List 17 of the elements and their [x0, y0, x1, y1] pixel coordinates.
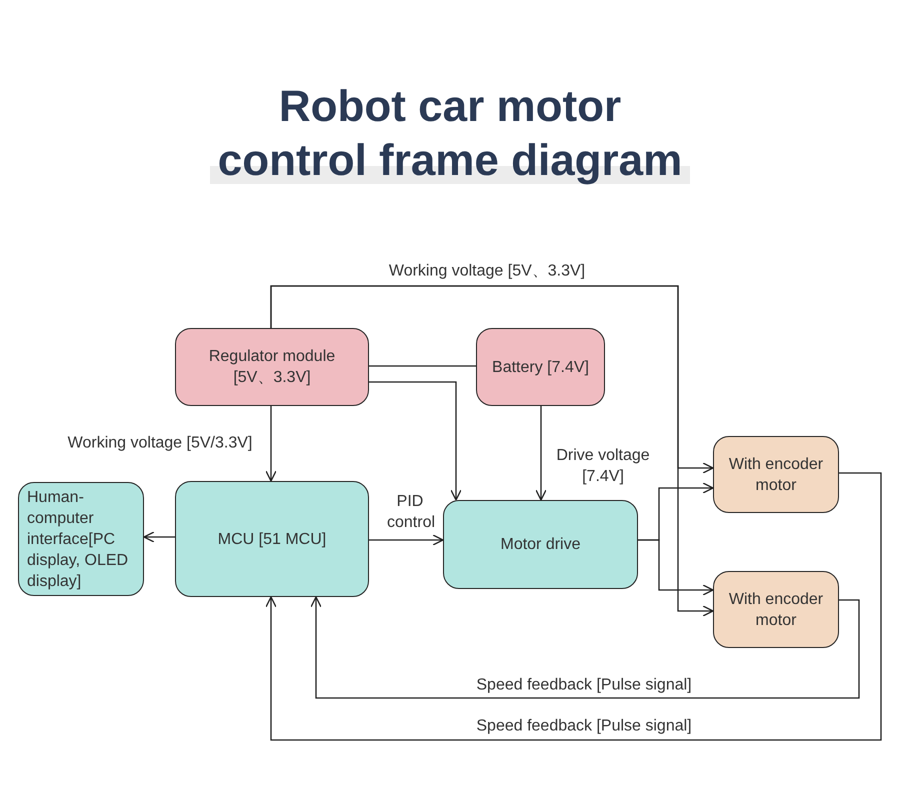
process-box: Human-computer interface[PC display, OLED display]: [18, 482, 144, 596]
connector-arrow: [143, 531, 175, 543]
connector-arrow: [638, 539, 714, 596]
connector-arrow: [265, 472, 882, 741]
connector-arrow: [270, 285, 714, 617]
connector-arrow: [369, 381, 462, 501]
process-box: MCU [51 MCU]: [175, 481, 369, 597]
connector-arrow: [265, 406, 277, 482]
process-box: Battery [7.4V]: [476, 328, 605, 406]
process-box: With encoder motor: [713, 436, 839, 513]
connector-arrow: [310, 596, 860, 699]
connector-arrow: [535, 406, 547, 501]
edge-label: Working voltage [5V/3.3V]: [66, 432, 254, 454]
process-box: Regulator module [5V、3.3V]: [175, 328, 369, 406]
process-box: With encoder motor: [713, 571, 839, 648]
process-box: Motor drive: [443, 500, 638, 589]
connector-arrow: [369, 534, 444, 546]
